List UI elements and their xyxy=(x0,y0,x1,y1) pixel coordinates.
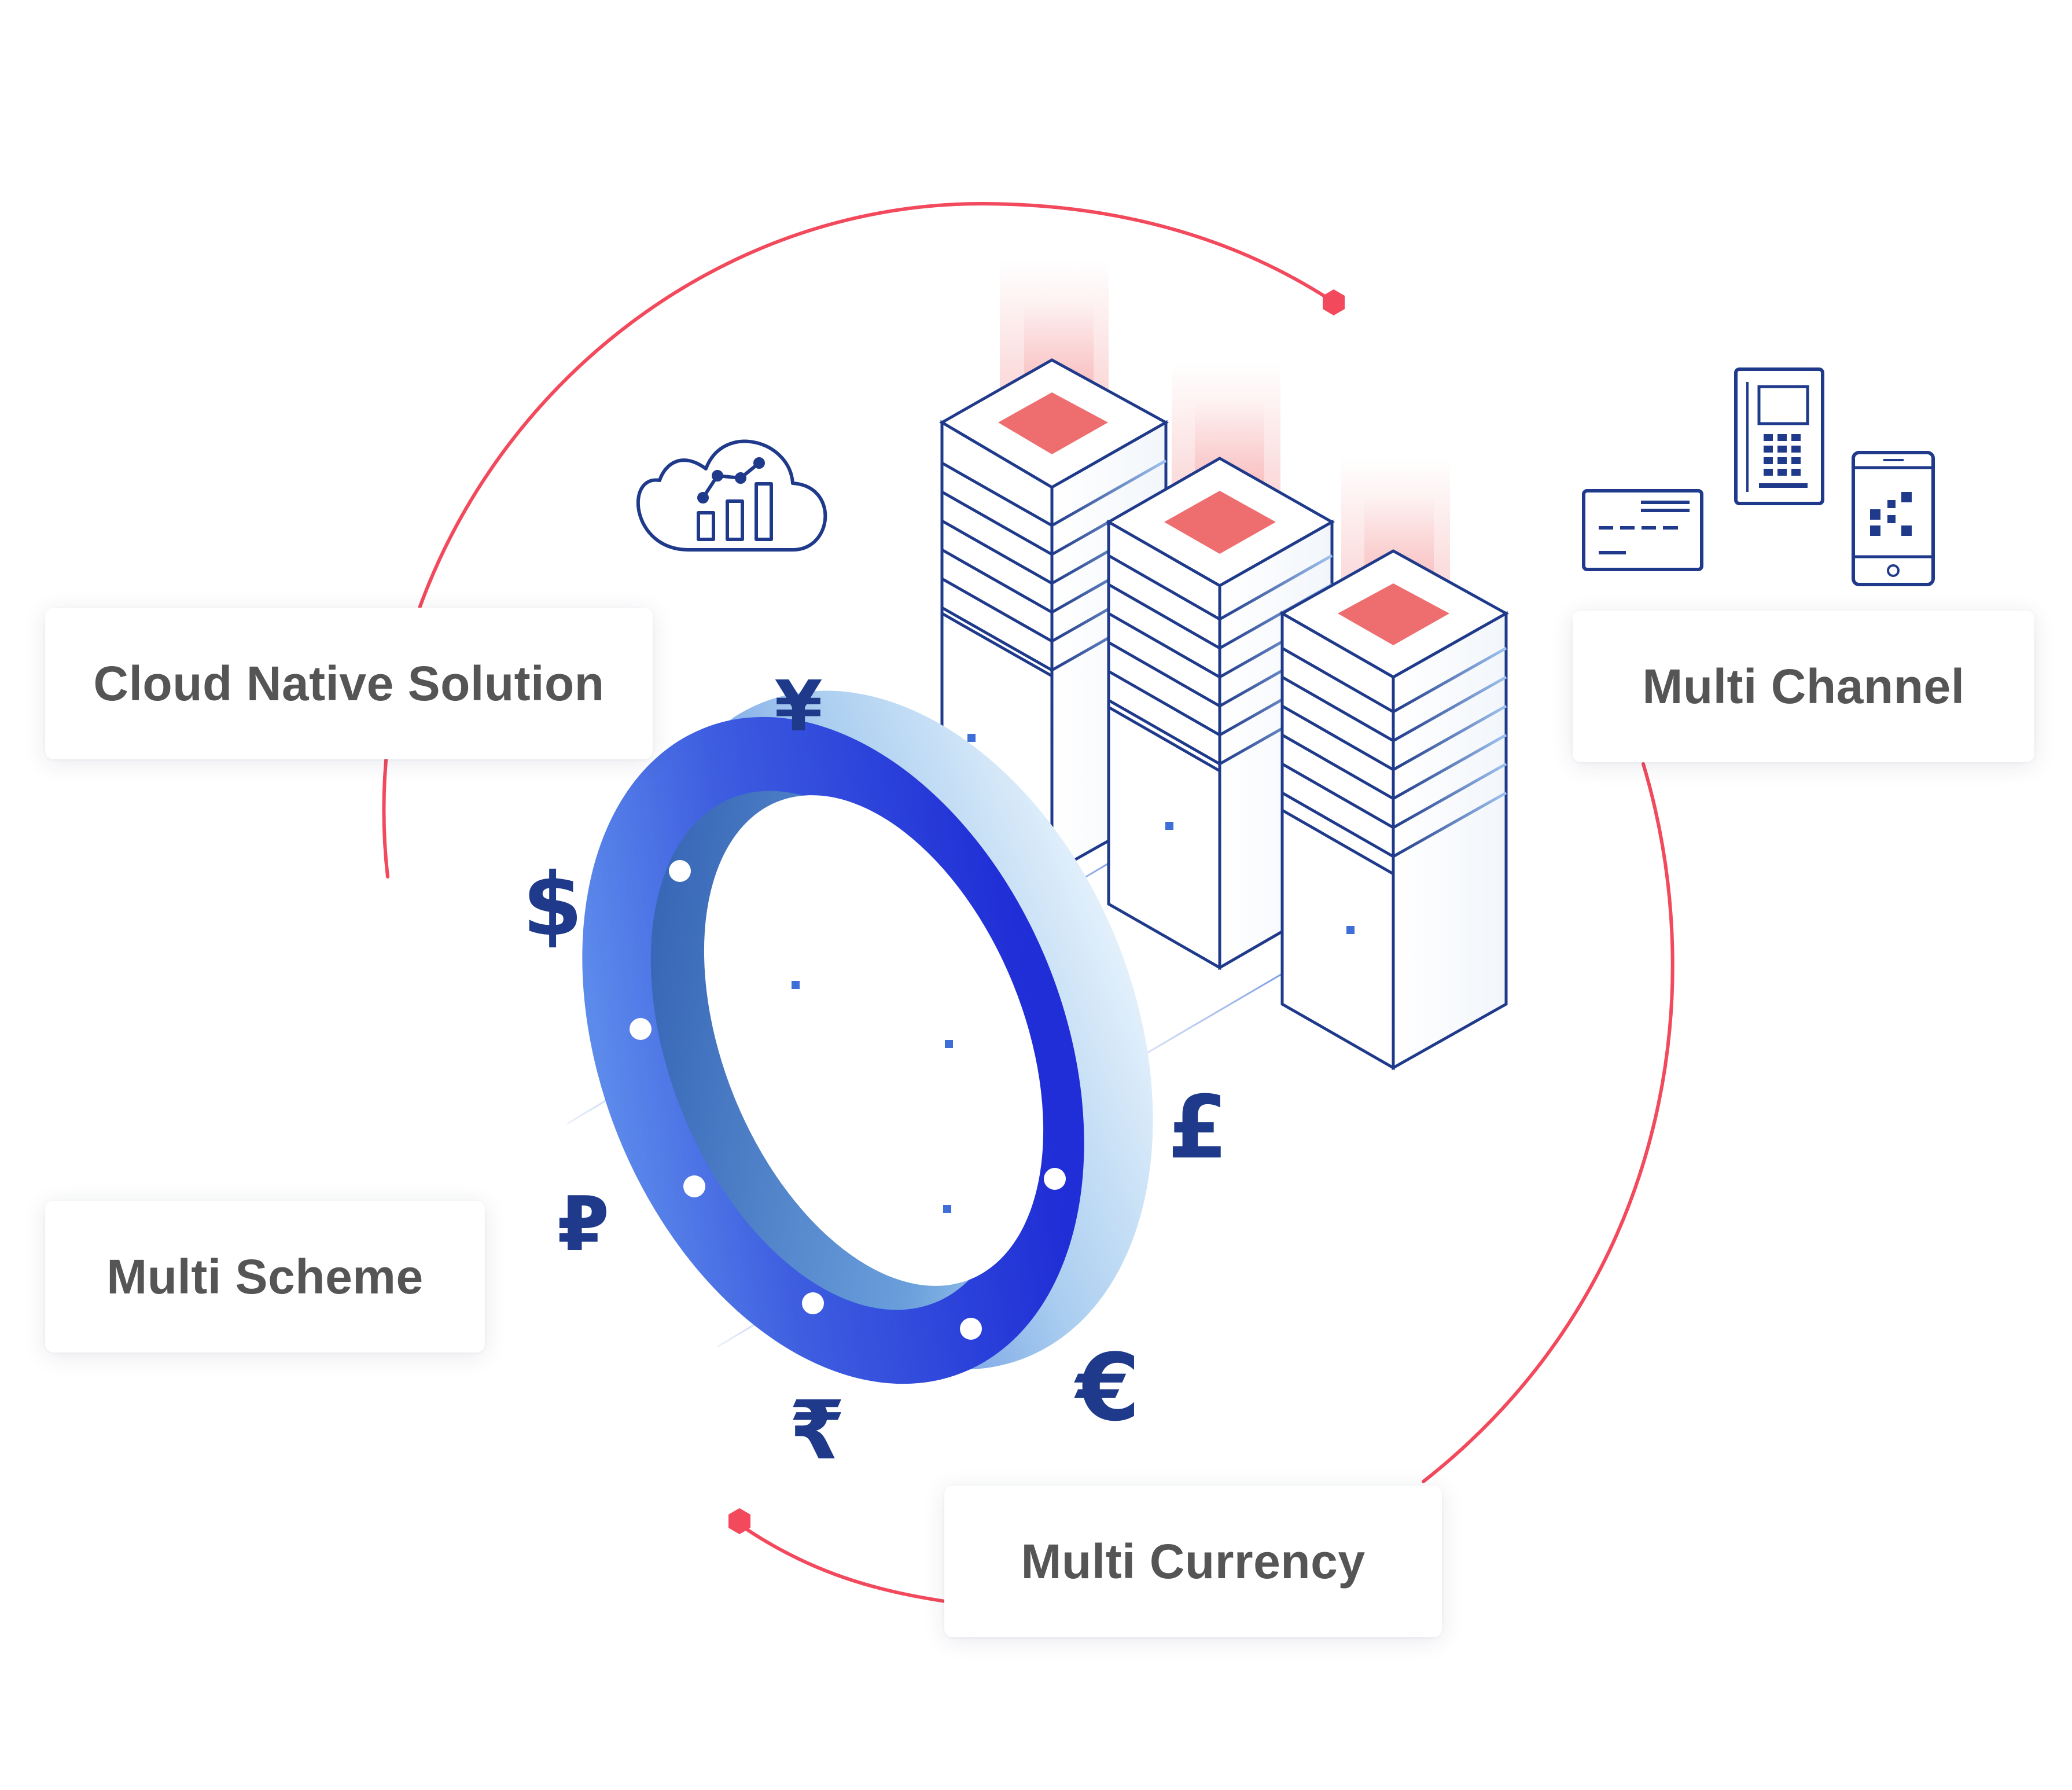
mobile-qr-icon xyxy=(1852,451,1935,586)
orbit-node-bottom xyxy=(728,1508,750,1534)
label-multi-channel: Multi Channel xyxy=(1642,659,1965,714)
ring-dots xyxy=(630,841,1066,1340)
euro-symbol: € xyxy=(1073,1333,1140,1442)
orbit-node-top xyxy=(1323,289,1345,315)
server-tower-3 xyxy=(1279,457,1510,1071)
orbit-arc-bottom xyxy=(734,1520,951,1604)
label-card-cloud-native: Cloud Native Solution xyxy=(45,608,653,759)
payment-card-icon xyxy=(1582,489,1703,571)
cloud-analytics-icon xyxy=(636,439,827,552)
label-card-multi-channel: Multi Channel xyxy=(1573,611,2034,762)
ruble-symbol: ₽ xyxy=(557,1180,609,1268)
label-card-multi-scheme: Multi Scheme xyxy=(45,1201,485,1352)
dollar-symbol: $ xyxy=(522,855,583,955)
label-cloud-native: Cloud Native Solution xyxy=(93,656,605,711)
label-card-multi-currency: Multi Currency xyxy=(944,1486,1442,1637)
label-multi-currency: Multi Currency xyxy=(1021,1534,1366,1589)
gateway-ring xyxy=(582,690,1153,1384)
yen-symbol: ¥ xyxy=(774,667,823,747)
label-multi-scheme: Multi Scheme xyxy=(106,1249,424,1304)
pound-symbol: £ xyxy=(1168,1078,1228,1178)
pos-terminal-icon xyxy=(1734,367,1824,505)
rupee-symbol: ₹ xyxy=(789,1384,845,1478)
orbit-arc-right xyxy=(1422,762,1674,1483)
